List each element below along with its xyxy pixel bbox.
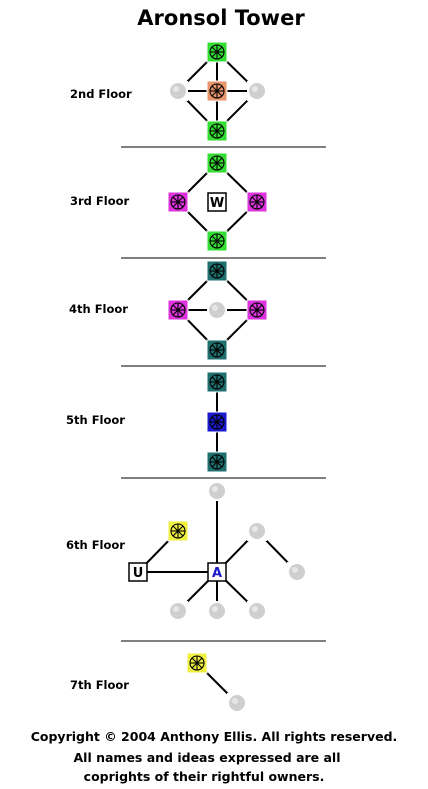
room-tile-unexplored bbox=[247, 601, 267, 621]
room-marker-u: U bbox=[128, 562, 148, 582]
room-tile-unexplored bbox=[168, 601, 188, 621]
room-tile-unexplored bbox=[247, 81, 267, 101]
copyright-line: Copyright © 2004 Anthony Ellis. All righ… bbox=[31, 729, 398, 744]
floor-label-7th: 7th Floor bbox=[70, 678, 129, 692]
floor-separators bbox=[121, 146, 326, 642]
room-tile-green bbox=[206, 120, 228, 142]
svg-text:W: W bbox=[210, 196, 224, 211]
svg-text:U: U bbox=[133, 566, 144, 581]
svg-text:A: A bbox=[212, 566, 222, 581]
room-tile-magenta bbox=[167, 299, 189, 321]
map-title: Aronsol Tower bbox=[137, 6, 305, 30]
room-tile-green bbox=[206, 41, 228, 63]
room-tile-unexplored bbox=[168, 81, 188, 101]
room-tile-green bbox=[206, 230, 228, 252]
room-tile-yellow bbox=[167, 520, 189, 542]
room-tile-unexplored bbox=[247, 521, 267, 541]
room-tile-teal bbox=[206, 371, 228, 393]
floor-label-3rd: 3rd Floor bbox=[70, 194, 130, 208]
room-tile-green bbox=[206, 152, 228, 174]
room-tile-orange bbox=[206, 80, 228, 102]
rooms: W U A bbox=[128, 41, 307, 713]
room-tile-yellow bbox=[186, 652, 208, 674]
room-tile-magenta bbox=[246, 191, 268, 213]
rights-line: All names and ideas expressed are all bbox=[73, 750, 340, 765]
room-tile-teal bbox=[206, 260, 228, 282]
room-tile-teal bbox=[206, 339, 228, 361]
owners-line: coprights of their rightful owners. bbox=[84, 769, 325, 784]
floor-label-6th: 6th Floor bbox=[66, 538, 125, 552]
room-tile-magenta bbox=[246, 299, 268, 321]
floor-label-4th: 4th Floor bbox=[69, 302, 128, 316]
room-tile-unexplored bbox=[207, 601, 227, 621]
room-tile-blue bbox=[206, 411, 228, 433]
room-tile-teal bbox=[206, 451, 228, 473]
room-tile-unexplored bbox=[207, 300, 227, 320]
room-tile-unexplored bbox=[287, 562, 307, 582]
room-tile-unexplored bbox=[207, 481, 227, 501]
floor-label-5th: 5th Floor bbox=[66, 413, 125, 427]
room-marker-w: W bbox=[207, 192, 227, 212]
room-marker-a: A bbox=[207, 562, 227, 582]
room-tile-magenta bbox=[167, 191, 189, 213]
floor-label-2nd: 2nd Floor bbox=[70, 87, 132, 101]
room-tile-unexplored bbox=[227, 693, 247, 713]
